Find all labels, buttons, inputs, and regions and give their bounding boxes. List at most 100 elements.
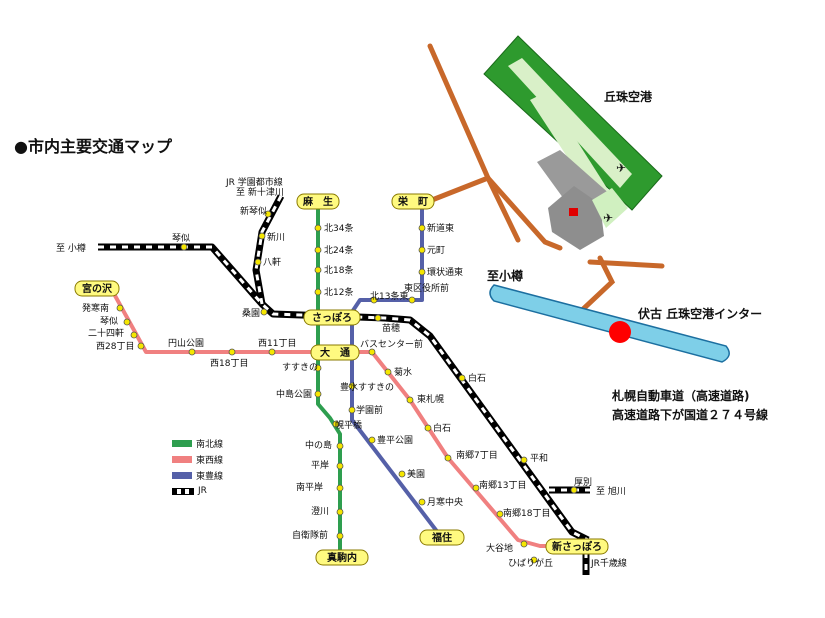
legend-item-jr: JR [172, 483, 223, 499]
station-label: 西11丁目 [258, 338, 296, 349]
legend-label: 東西線 [196, 455, 224, 466]
plane-icon: ✈ [616, 161, 626, 175]
legend-item-toho: 東豊線 [172, 467, 223, 483]
station-label: 円山公園 [168, 338, 204, 349]
station-label: 苗穂 [382, 322, 400, 334]
station-label: 南郷13丁目 [479, 479, 526, 491]
terminals [74, 193, 609, 566]
station-label: すすきの [282, 362, 318, 373]
station-label: 元町 [427, 246, 445, 256]
station-label: ひばりが丘 [508, 557, 553, 569]
station-label: 新琴似 [240, 205, 267, 217]
terminal-labels: 麻 生 栄 町 宮の沢 さっぽろ 大 通 新さっぽろ 福住 真駒内 [82, 195, 602, 564]
airport-runway [508, 58, 632, 188]
station-label: 美園 [407, 468, 425, 480]
station-label: 厚別 [574, 477, 592, 488]
airport-taxiway [530, 92, 612, 204]
station-label: 白石 [468, 372, 486, 384]
station-label: 学園前 [356, 404, 383, 416]
road-north [427, 43, 563, 251]
station-label: 中の島 [305, 439, 332, 451]
river-band [489, 284, 730, 363]
station-labels: 北34条 北24条 北18条 北12条 すすきの 中島公園 幌平橋 中の島 平岸… [56, 176, 627, 569]
airport-building [569, 208, 578, 216]
legend-swatch [172, 487, 194, 495]
station-label: 白石 [433, 422, 451, 434]
station-label: 東札幌 [417, 393, 444, 405]
expressway-note-1: 札幌自動車道（高速道路) [612, 389, 750, 403]
station-label: 北13条東 [370, 290, 408, 302]
station-label: 琴似 [100, 316, 118, 327]
legend: 南北線 東西線 東豊線 JR [172, 435, 223, 499]
terminal-miyanosawa: 宮の沢 [82, 282, 113, 295]
station-label: 月寒中央 [427, 496, 463, 508]
legend-item-nanboku: 南北線 [172, 435, 223, 451]
station-label: 南郷7丁目 [456, 449, 498, 461]
station-label: 澄川 [311, 505, 329, 517]
airport: ✈ ✈ [483, 35, 663, 250]
nanboku-line [316, 204, 342, 557]
jr-gakuen-label: JR 学園都市線 [225, 176, 283, 188]
to-otaru-jr-label: 至 小樽 [56, 242, 86, 254]
expressway-note-2: 高速道路下が国道２７４号線 [612, 408, 769, 422]
station-label: 北18条 [324, 264, 353, 276]
station-label: 大谷地 [486, 542, 513, 554]
terminal-fukuzumi: 福住 [431, 531, 452, 544]
station-label: 平和 [530, 453, 548, 464]
station-label: 八軒 [263, 257, 281, 268]
station-label: 環状通東 [427, 266, 463, 278]
tozai-line [111, 291, 578, 548]
station-label: 新道東 [427, 222, 454, 234]
station-label: 南郷18丁目 [503, 507, 550, 519]
terminal-sakaemachi: 栄 町 [397, 195, 428, 208]
station-label: 北12条 [324, 286, 353, 298]
expressway-notes: 札幌自動車道（高速道路) 高速道路下が国道２７４号線 [612, 387, 768, 425]
station-label: 琴似 [172, 233, 190, 244]
plane-icon: ✈ [603, 211, 613, 225]
station-label: 幌平橋 [335, 419, 362, 431]
station-label: バスセンター前 [360, 338, 423, 350]
to-otaru-highway-label: 至小樽 [487, 268, 523, 283]
to-asahikawa-label: 至 旭川 [596, 485, 626, 497]
legend-swatch [172, 455, 192, 463]
station-label: 新川 [267, 231, 285, 243]
station-label: 西18丁目 [210, 358, 248, 369]
toho-line [350, 204, 444, 540]
road-northwest [429, 175, 491, 203]
station-label: 自衛隊前 [292, 529, 328, 541]
terminal-makomanai: 真駒内 [327, 551, 357, 564]
legend-label: 南北線 [196, 439, 224, 450]
station-dots [116, 210, 578, 564]
road-northeast [485, 175, 521, 243]
station-label: 西28丁目 [96, 341, 134, 352]
terminal-sapporo: さっぽろ [312, 311, 352, 324]
jr-lines [98, 194, 590, 575]
jr-chitose-label: JR千歳線 [590, 557, 627, 569]
station-label: 北34条 [324, 222, 353, 234]
station-label: 北24条 [324, 244, 353, 256]
legend-swatch [172, 439, 192, 447]
station-label: 中島公園 [276, 388, 312, 400]
station-label: 二十四軒 [88, 327, 124, 339]
road-south [577, 255, 616, 315]
station-label: 南平岸 [296, 481, 323, 493]
airport-parking [592, 188, 628, 228]
station-label: 発寒南 [82, 302, 109, 314]
map-title: ●市内主要交通マップ [14, 137, 172, 156]
jr-gakuen-label-2: 至 新十津川 [236, 186, 284, 198]
legend-label: 東豊線 [196, 471, 224, 482]
airport-label: 丘珠空港 [604, 89, 653, 104]
station-label: 平岸 [311, 460, 329, 471]
legend-label: JR [198, 486, 207, 496]
station-label: 豊水すすきの [340, 381, 394, 393]
interchange-label: 伏古 丘珠空港インター [638, 306, 762, 321]
station-label: 豊平公園 [377, 434, 413, 446]
terminal-odori: 大 通 [320, 346, 350, 359]
station-label: 桑園 [242, 308, 260, 319]
station-label: 菊水 [394, 366, 412, 378]
terminal-asabu: 麻 生 [302, 195, 333, 208]
legend-swatch [172, 471, 192, 479]
interchange-marker [609, 321, 631, 343]
airport-terminal [548, 186, 604, 250]
